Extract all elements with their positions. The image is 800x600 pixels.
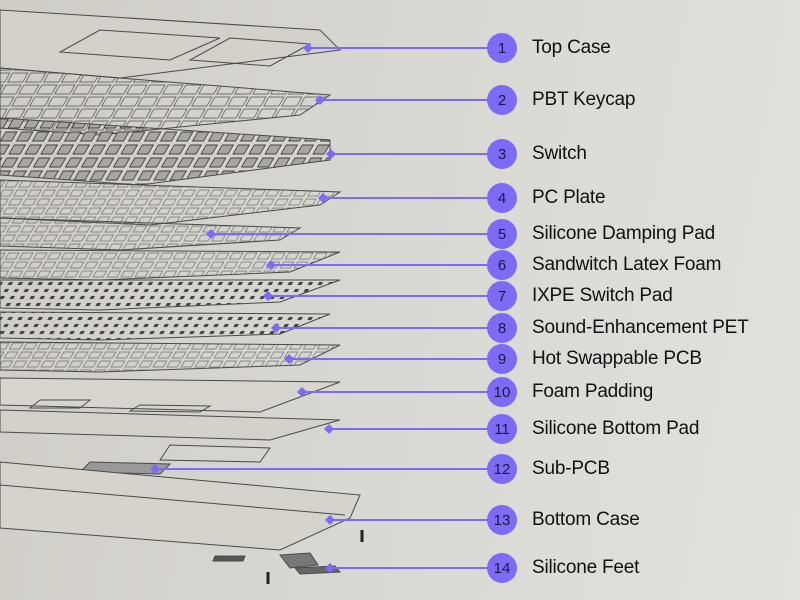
part-label: Hot Swappable PCB <box>532 348 702 369</box>
part-label: PBT Keycap <box>532 89 636 110</box>
part-number-badge: 8 <box>487 313 517 343</box>
part-number-badge: 2 <box>487 85 517 115</box>
part-number-badge: 5 <box>487 219 517 249</box>
leader-diamond-marker <box>324 424 334 434</box>
part-number-badge: 1 <box>487 33 517 63</box>
leader-diamond-marker <box>325 563 335 573</box>
part-callout: 6 Sandwitch Latex Foam <box>487 250 721 280</box>
part-number-badge: 4 <box>487 183 517 213</box>
part-label: Foam Padding <box>532 381 654 402</box>
part-callout: 11 Silicone Bottom Pad <box>487 414 699 444</box>
leader-diamond-marker <box>206 229 216 239</box>
part-number-badge: 13 <box>487 505 517 535</box>
part-number-badge: 3 <box>487 139 517 169</box>
part-number-badge: 10 <box>487 377 517 407</box>
part-callout: 12 Sub-PCB <box>487 454 610 484</box>
damping-pad-shape <box>0 217 302 251</box>
part-number-badge: 11 <box>487 414 517 444</box>
part-callout: 4 PC Plate <box>487 183 606 213</box>
part-number-badge: 9 <box>487 344 517 374</box>
leader-diamond-marker <box>326 149 336 159</box>
part-callout: 2 PBT Keycap <box>487 85 635 115</box>
bottom-pad-shape <box>0 409 341 441</box>
part-callout: 10 Foam Padding <box>487 377 653 407</box>
part-label: IXPE Switch Pad <box>532 285 673 306</box>
part-callout: 1 Top Case <box>487 33 611 63</box>
part-label: Switch <box>532 143 587 164</box>
pcb-shape <box>0 341 341 373</box>
part-callout: 9 Hot Swappable PCB <box>487 344 702 374</box>
part-label: Sub-PCB <box>532 458 610 479</box>
part-label: Top Case <box>532 37 611 58</box>
part-number-badge: 12 <box>487 454 517 484</box>
feet-shape <box>279 552 319 569</box>
switch-shape <box>0 117 331 186</box>
pc-plate-shape <box>0 179 342 226</box>
part-number-badge: 14 <box>487 553 517 583</box>
leader-diamond-marker <box>284 354 294 364</box>
leader-diamond-marker <box>325 515 335 525</box>
top-case-shape <box>0 9 342 79</box>
leader-diamond-marker <box>150 464 160 474</box>
part-label: Silicone Bottom Pad <box>532 418 700 439</box>
leader-diamond-marker <box>271 323 281 333</box>
leader-diamond-marker <box>303 43 313 53</box>
part-callout: 7 IXPE Switch Pad <box>487 281 673 311</box>
part-number-badge: 6 <box>487 250 517 280</box>
part-callout: 8 Sound-Enhancement PET <box>487 313 749 343</box>
ixpe-shape <box>0 279 341 311</box>
part-label: Bottom Case <box>532 509 640 530</box>
pet-shape <box>0 311 331 341</box>
part-label: Sandwitch Latex Foam <box>532 254 722 275</box>
foam-padding-shape <box>0 377 341 413</box>
latex-foam-shape <box>0 249 341 281</box>
part-label: Silicone Feet <box>532 557 640 578</box>
leader-diamond-marker <box>315 95 325 105</box>
bottom-case-shape <box>0 461 361 551</box>
part-callout: 3 Switch <box>487 139 587 169</box>
leader-lines <box>150 43 488 573</box>
keycap-shape <box>0 67 332 136</box>
leader-diamond-marker <box>263 291 273 301</box>
layers <box>0 9 364 584</box>
part-label: PC Plate <box>532 187 606 208</box>
part-label: Silicone Damping Pad <box>532 223 715 244</box>
leader-diamond-marker <box>297 387 307 397</box>
leader-diamond-marker <box>318 193 328 203</box>
part-callout: 14 Silicone Feet <box>487 553 639 583</box>
part-callout: 13 Bottom Case <box>487 505 640 535</box>
part-number-badge: 7 <box>487 281 517 311</box>
leader-diamond-marker <box>266 260 276 270</box>
part-label: Sound-Enhancement PET <box>532 317 749 338</box>
part-callout: 5 Silicone Damping Pad <box>487 219 715 249</box>
